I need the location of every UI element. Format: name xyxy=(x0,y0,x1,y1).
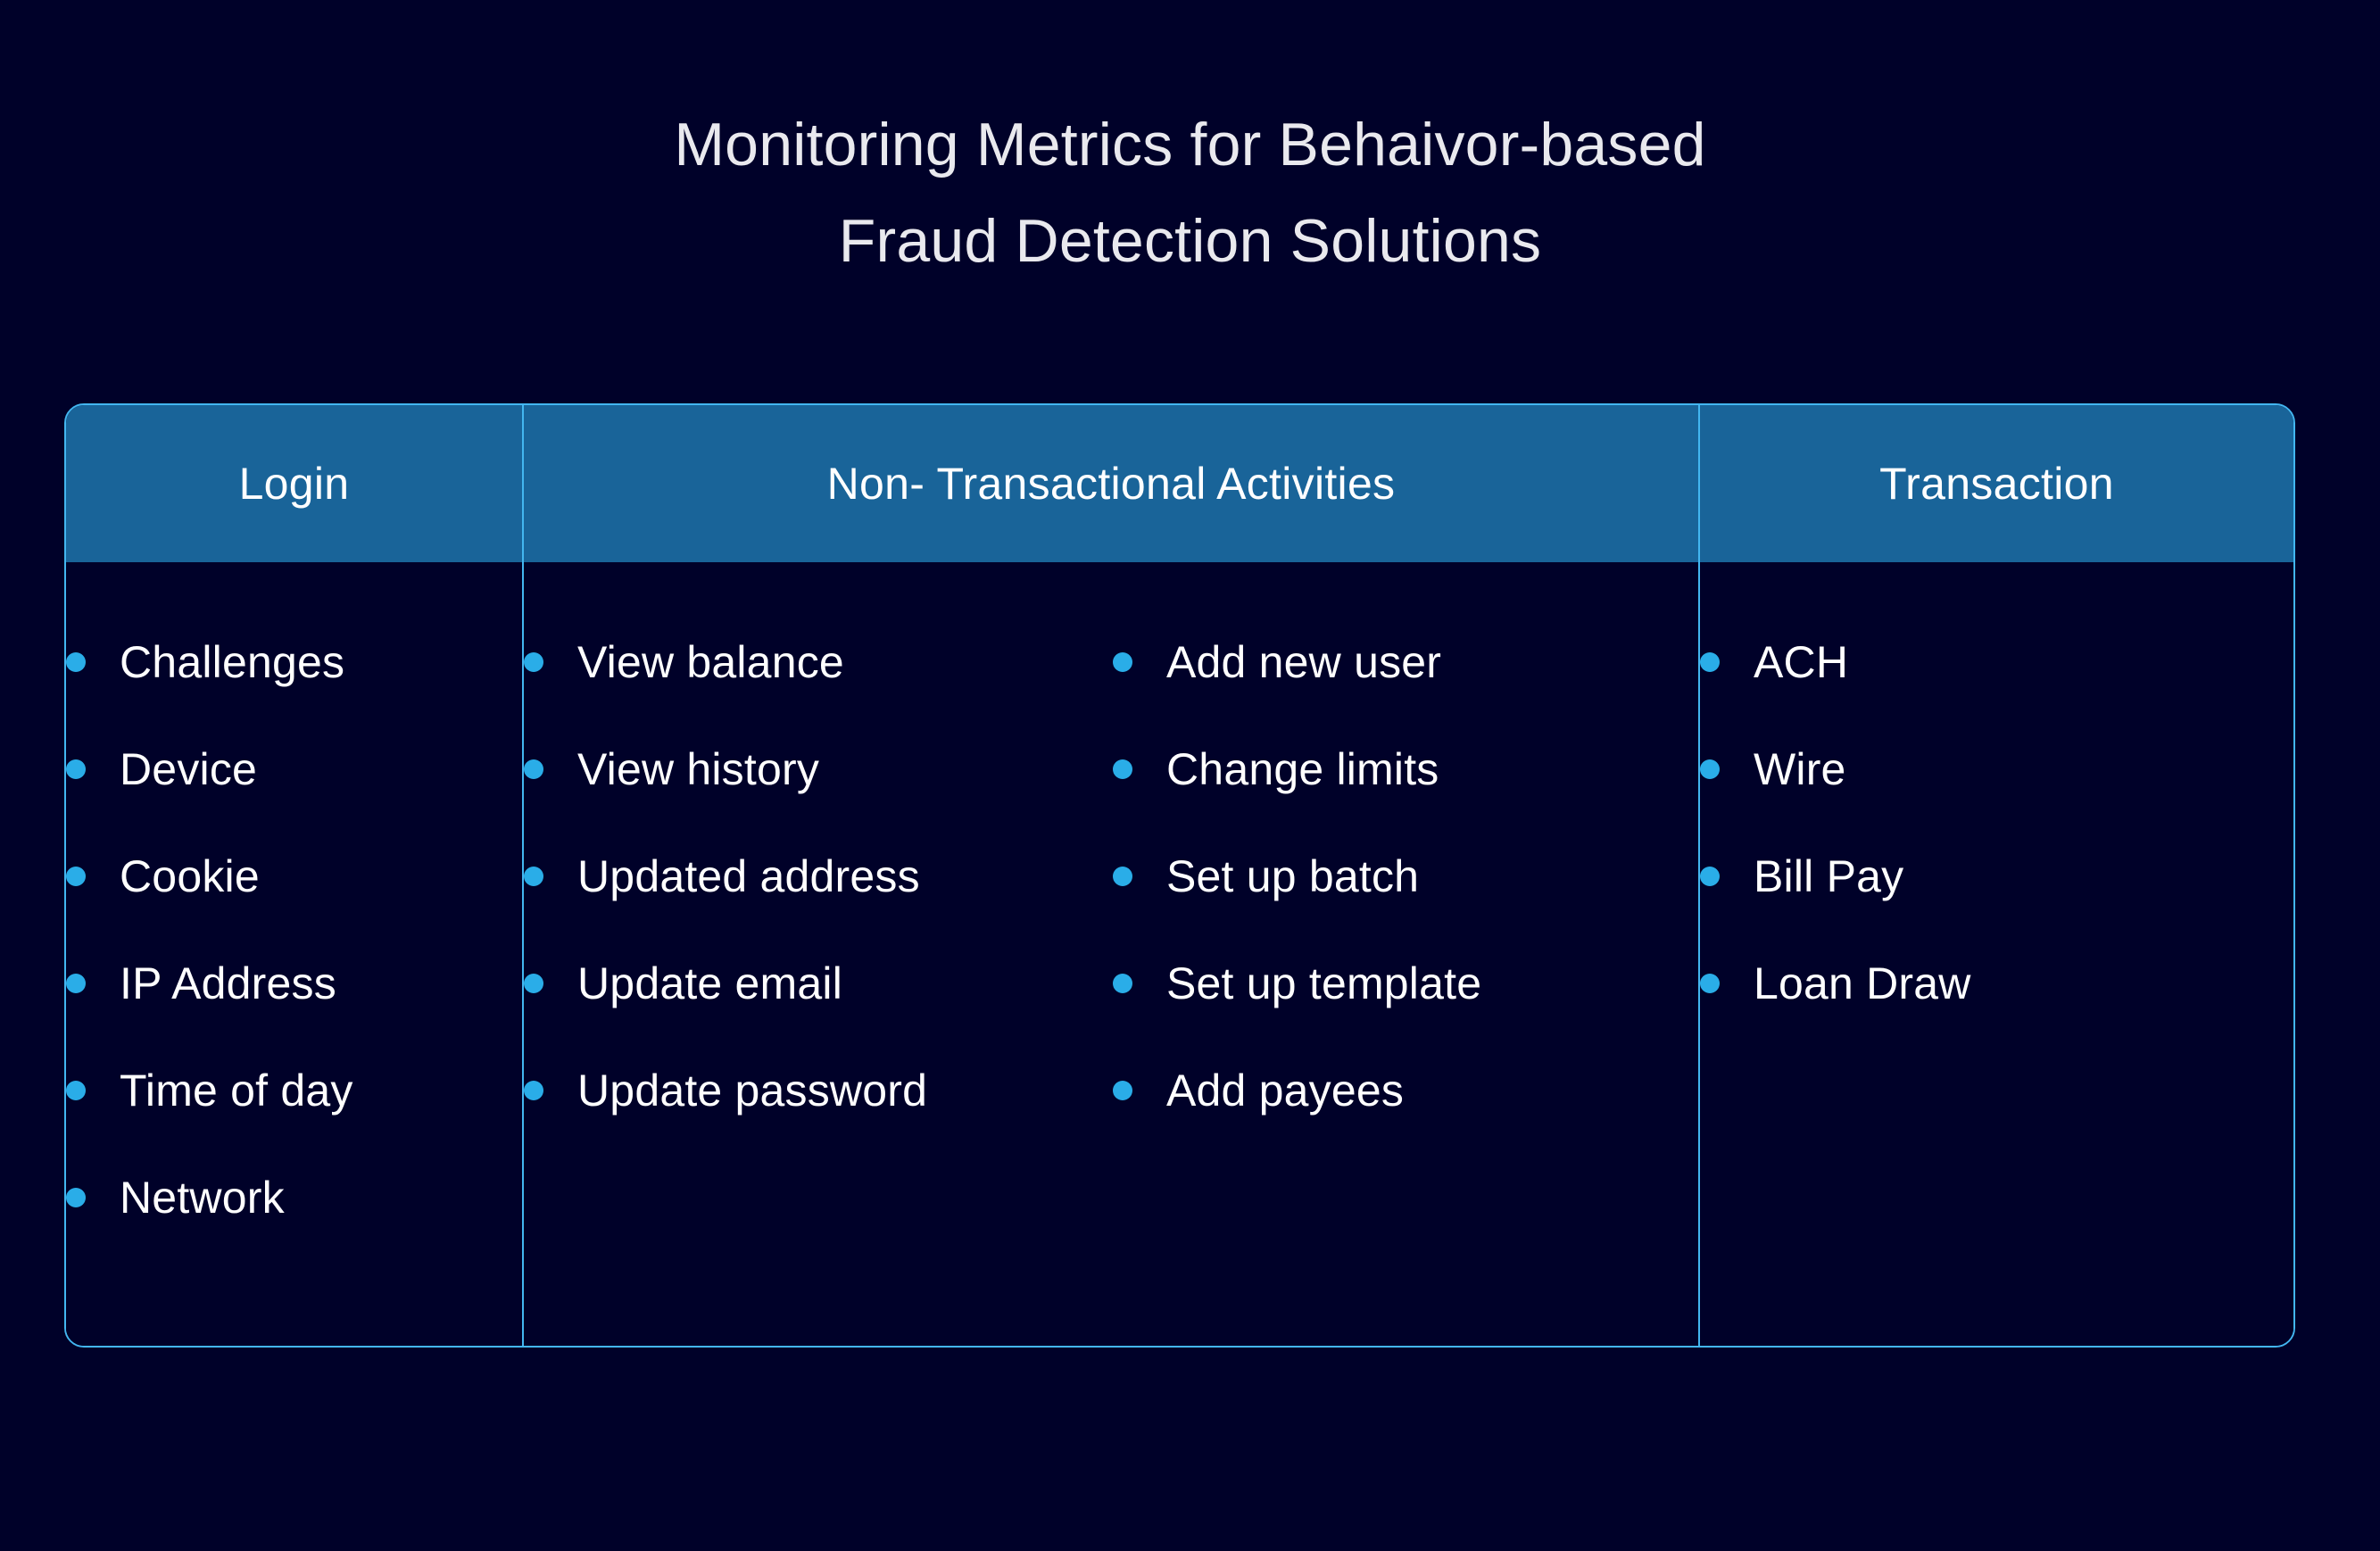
list-item: Network xyxy=(66,1144,522,1251)
list-item: Loan Draw xyxy=(1700,930,2293,1037)
bullet-dot-icon xyxy=(66,652,86,672)
bullet-dot-icon xyxy=(524,759,543,779)
bullet-dot-icon xyxy=(1700,974,1720,993)
bullet-dot-icon xyxy=(66,759,86,779)
table-header-non-transactional-activities: Non- Transactional Activities xyxy=(522,405,1698,562)
list-item-label: Add payees xyxy=(1166,1066,1405,1116)
table-body-row: Challenges Device Cookie IP Address xyxy=(66,562,2293,1346)
list-item-label: Change limits xyxy=(1166,744,1439,794)
list-item: View history xyxy=(524,716,1113,823)
list-item-label: View balance xyxy=(577,637,844,687)
list-item-label: Bill Pay xyxy=(1754,851,1904,901)
list-item-label: Wire xyxy=(1754,744,1846,794)
title-line-2: Fraud Detection Solutions xyxy=(838,207,1542,275)
list-item: Set up batch xyxy=(1113,823,1481,930)
list-item-label: Network xyxy=(120,1173,285,1223)
table-cell-login: Challenges Device Cookie IP Address xyxy=(66,562,522,1346)
bullet-dot-icon xyxy=(1113,652,1132,672)
bullet-dot-icon xyxy=(524,974,543,993)
list-item: Updated address xyxy=(524,823,1113,930)
bullet-dot-icon xyxy=(66,1081,86,1100)
table-header-transaction: Transaction xyxy=(1698,405,2293,562)
title-line-1: Monitoring Metrics for Behaivor-based xyxy=(674,111,1706,178)
table-header-row: Login Non- Transactional Activities Tran… xyxy=(66,405,2293,562)
list-item: Add new user xyxy=(1113,609,1481,716)
non-transactional-lists-wrapper: View balance View history Updated addres… xyxy=(524,609,1698,1144)
list-item: Change limits xyxy=(1113,716,1481,823)
table-header-transaction-label: Transaction xyxy=(1879,459,2114,509)
list-item: Bill Pay xyxy=(1700,823,2293,930)
bullet-dot-icon xyxy=(66,867,86,886)
list-item: Set up template xyxy=(1113,930,1481,1037)
list-item: View balance xyxy=(524,609,1113,716)
list-item: ACH xyxy=(1700,609,2293,716)
table-header-login: Login xyxy=(66,405,522,562)
bullet-dot-icon xyxy=(66,1188,86,1207)
bullet-dot-icon xyxy=(66,974,86,993)
list-item-label: Update email xyxy=(577,958,843,1008)
list-item: Device xyxy=(66,716,522,823)
list-item: IP Address xyxy=(66,930,522,1037)
bullet-dot-icon xyxy=(1700,759,1720,779)
bullet-dot-icon xyxy=(1700,867,1720,886)
list-item-label: Loan Draw xyxy=(1754,958,1971,1008)
list-item: Time of day xyxy=(66,1037,522,1144)
list-item-label: View history xyxy=(577,744,820,794)
bullet-dot-icon xyxy=(1113,974,1132,993)
login-metrics-list: Challenges Device Cookie IP Address xyxy=(66,609,522,1251)
list-item-label: Time of day xyxy=(120,1066,353,1116)
bullet-dot-icon xyxy=(524,652,543,672)
bullet-dot-icon xyxy=(524,867,543,886)
list-item-label: Challenges xyxy=(120,637,345,687)
bullet-dot-icon xyxy=(1113,759,1132,779)
table-cell-transaction: ACH Wire Bill Pay Loan Draw xyxy=(1698,562,2293,1346)
list-item-label: Add new user xyxy=(1166,637,1442,687)
bullet-dot-icon xyxy=(1113,1081,1132,1100)
bullet-dot-icon xyxy=(1700,652,1720,672)
slide-title: Monitoring Metrics for Behaivor-based Fr… xyxy=(0,96,2380,289)
list-item-label: Updated address xyxy=(577,851,920,901)
list-item: Update password xyxy=(524,1037,1113,1144)
list-item: Add payees xyxy=(1113,1037,1481,1144)
list-item-label: Device xyxy=(120,744,258,794)
transaction-list: ACH Wire Bill Pay Loan Draw xyxy=(1700,609,2293,1037)
table-cell-non-transactional-activities: View balance View history Updated addres… xyxy=(522,562,1698,1346)
bullet-dot-icon xyxy=(1113,867,1132,886)
list-item-label: Set up batch xyxy=(1166,851,1420,901)
list-item: Update email xyxy=(524,930,1113,1037)
bullet-dot-icon xyxy=(524,1081,543,1100)
list-item-label: ACH xyxy=(1754,637,1849,687)
list-item: Challenges xyxy=(66,609,522,716)
non-transactional-left-list: View balance View history Updated addres… xyxy=(524,609,1113,1144)
non-transactional-right-list: Add new user Change limits Set up batch xyxy=(1113,609,1481,1144)
list-item-label: Cookie xyxy=(120,851,260,901)
list-item-label: Update password xyxy=(577,1066,928,1116)
list-item: Cookie xyxy=(66,823,522,930)
table-header-non-transactional-activities-label: Non- Transactional Activities xyxy=(826,459,1396,509)
list-item-label: Set up template xyxy=(1166,958,1482,1008)
list-item: Wire xyxy=(1700,716,2293,823)
list-item-label: IP Address xyxy=(120,958,336,1008)
table-header-login-label: Login xyxy=(238,459,350,509)
metrics-table: Login Non- Transactional Activities Tran… xyxy=(64,403,2295,1348)
